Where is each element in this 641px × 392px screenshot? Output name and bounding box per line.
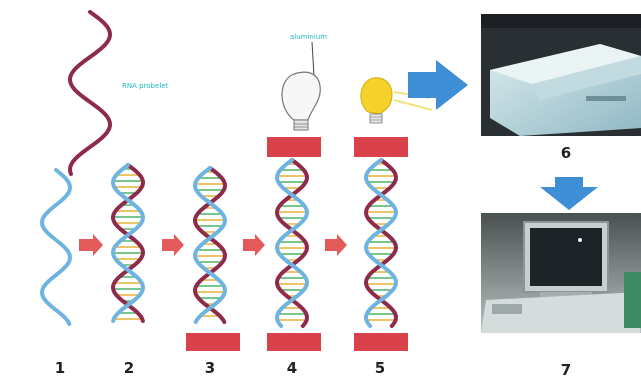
instrument-photo [481,14,641,136]
step-label-7: 7 [561,361,571,379]
light-label: aluminium [290,33,327,41]
step-label-1: 1 [55,359,65,377]
step-label-5: 5 [375,359,385,377]
red-arrow-1-2 [79,234,103,256]
helix-strand [42,170,70,324]
dna-helix-3 [195,168,225,322]
red-arrow-2-3 [162,234,184,256]
blue-arrow-right [408,60,468,110]
blue-arrow-down [540,177,598,210]
probe-label: RNA probelet [122,82,169,90]
capture-block-5-bottom [354,333,408,351]
capture-block-4-top [267,137,321,157]
dna-helix-4 [277,160,307,326]
capture-block-4-bottom [267,333,321,351]
red-arrow-3-4 [243,234,265,256]
step-label-6: 6 [561,144,571,162]
helix-strand [70,12,110,174]
dna-helix-2 [113,165,143,321]
capture-block-3-bottom [186,333,240,351]
step-label-4: 4 [287,359,297,377]
dna-helix-5 [366,160,396,326]
step-label-2: 2 [124,359,134,377]
rna-probe-strand [70,12,110,174]
red-arrow-4-5 [325,234,347,256]
dna-helix-1 [42,170,70,324]
capture-block-5-top [354,137,408,157]
lab-computer-photo [481,213,641,333]
bulb-off-icon [282,72,320,130]
light-label-leader [312,42,314,76]
step-label-3: 3 [205,359,215,377]
